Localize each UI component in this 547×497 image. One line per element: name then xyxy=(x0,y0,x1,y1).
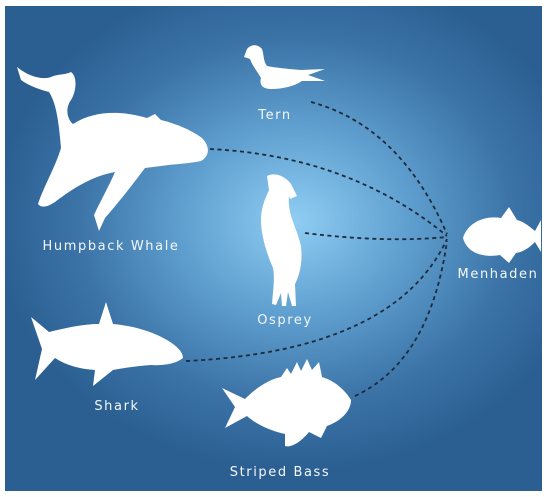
food-web-diagram: Tern Humpback Whale Osprey Menhaden Shar… xyxy=(5,6,542,491)
label-striped-bass: Striped Bass xyxy=(230,465,331,480)
menhaden-icon xyxy=(463,207,541,263)
label-shark: Shark xyxy=(94,399,139,414)
link-humpback-whale-menhaden xyxy=(210,149,447,236)
label-osprey: Osprey xyxy=(257,313,313,328)
striped-bass-icon xyxy=(222,359,351,446)
osprey-icon xyxy=(261,174,302,306)
link-shark-menhaden xyxy=(186,239,447,361)
label-tern: Tern xyxy=(258,108,292,123)
tern-icon xyxy=(244,45,325,89)
link-tern-menhaden xyxy=(311,102,447,234)
link-osprey-menhaden xyxy=(305,233,447,239)
label-menhaden: Menhaden xyxy=(458,267,539,282)
shark-icon xyxy=(31,302,183,386)
whale-icon xyxy=(17,67,208,231)
label-humpback-whale: Humpback Whale xyxy=(42,239,179,254)
